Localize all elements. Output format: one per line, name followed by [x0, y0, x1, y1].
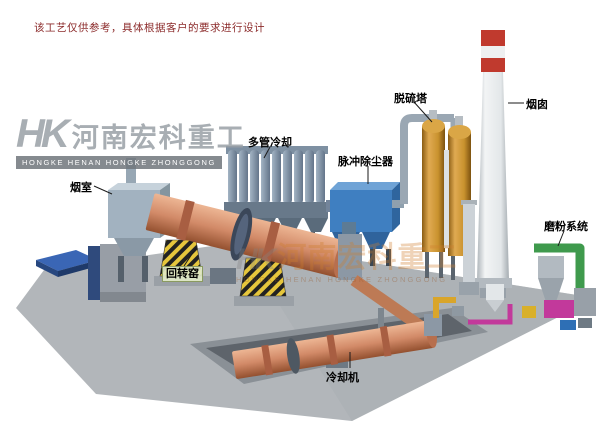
leader-desulfurization-tower — [413, 101, 433, 123]
label-cooling-machine: 冷却机 — [326, 372, 359, 384]
label-grinding-system: 磨粉系统 — [544, 221, 588, 233]
label-multi-tube-cooler: 多管冷却 — [248, 137, 292, 149]
grinding-system — [522, 243, 596, 330]
cooling-machine — [232, 314, 442, 379]
kiln-hood — [338, 222, 424, 334]
leader-rotary-kiln — [183, 247, 197, 267]
bucket-elevator — [459, 200, 479, 295]
label-pulse-dust-collector: 脉冲除尘器 — [338, 156, 393, 168]
label-desulfurization-tower: 脱硫塔 — [394, 93, 427, 105]
leader-grinding-system — [557, 230, 565, 247]
leader-lines — [93, 101, 565, 368]
leader-smoke-chamber — [93, 185, 113, 195]
misc-piping — [433, 284, 513, 325]
chimney — [474, 30, 512, 298]
disclaimer-text: 该工艺仅供参考，具体根据客户的要求进行设计 — [34, 22, 265, 34]
label-rotary-kiln: 回转窑 — [162, 266, 203, 282]
leader-multi-tube-cooler — [263, 146, 271, 159]
label-chimney: 烟囱 — [526, 99, 548, 111]
label-smoke-chamber: 烟室 — [70, 182, 92, 194]
